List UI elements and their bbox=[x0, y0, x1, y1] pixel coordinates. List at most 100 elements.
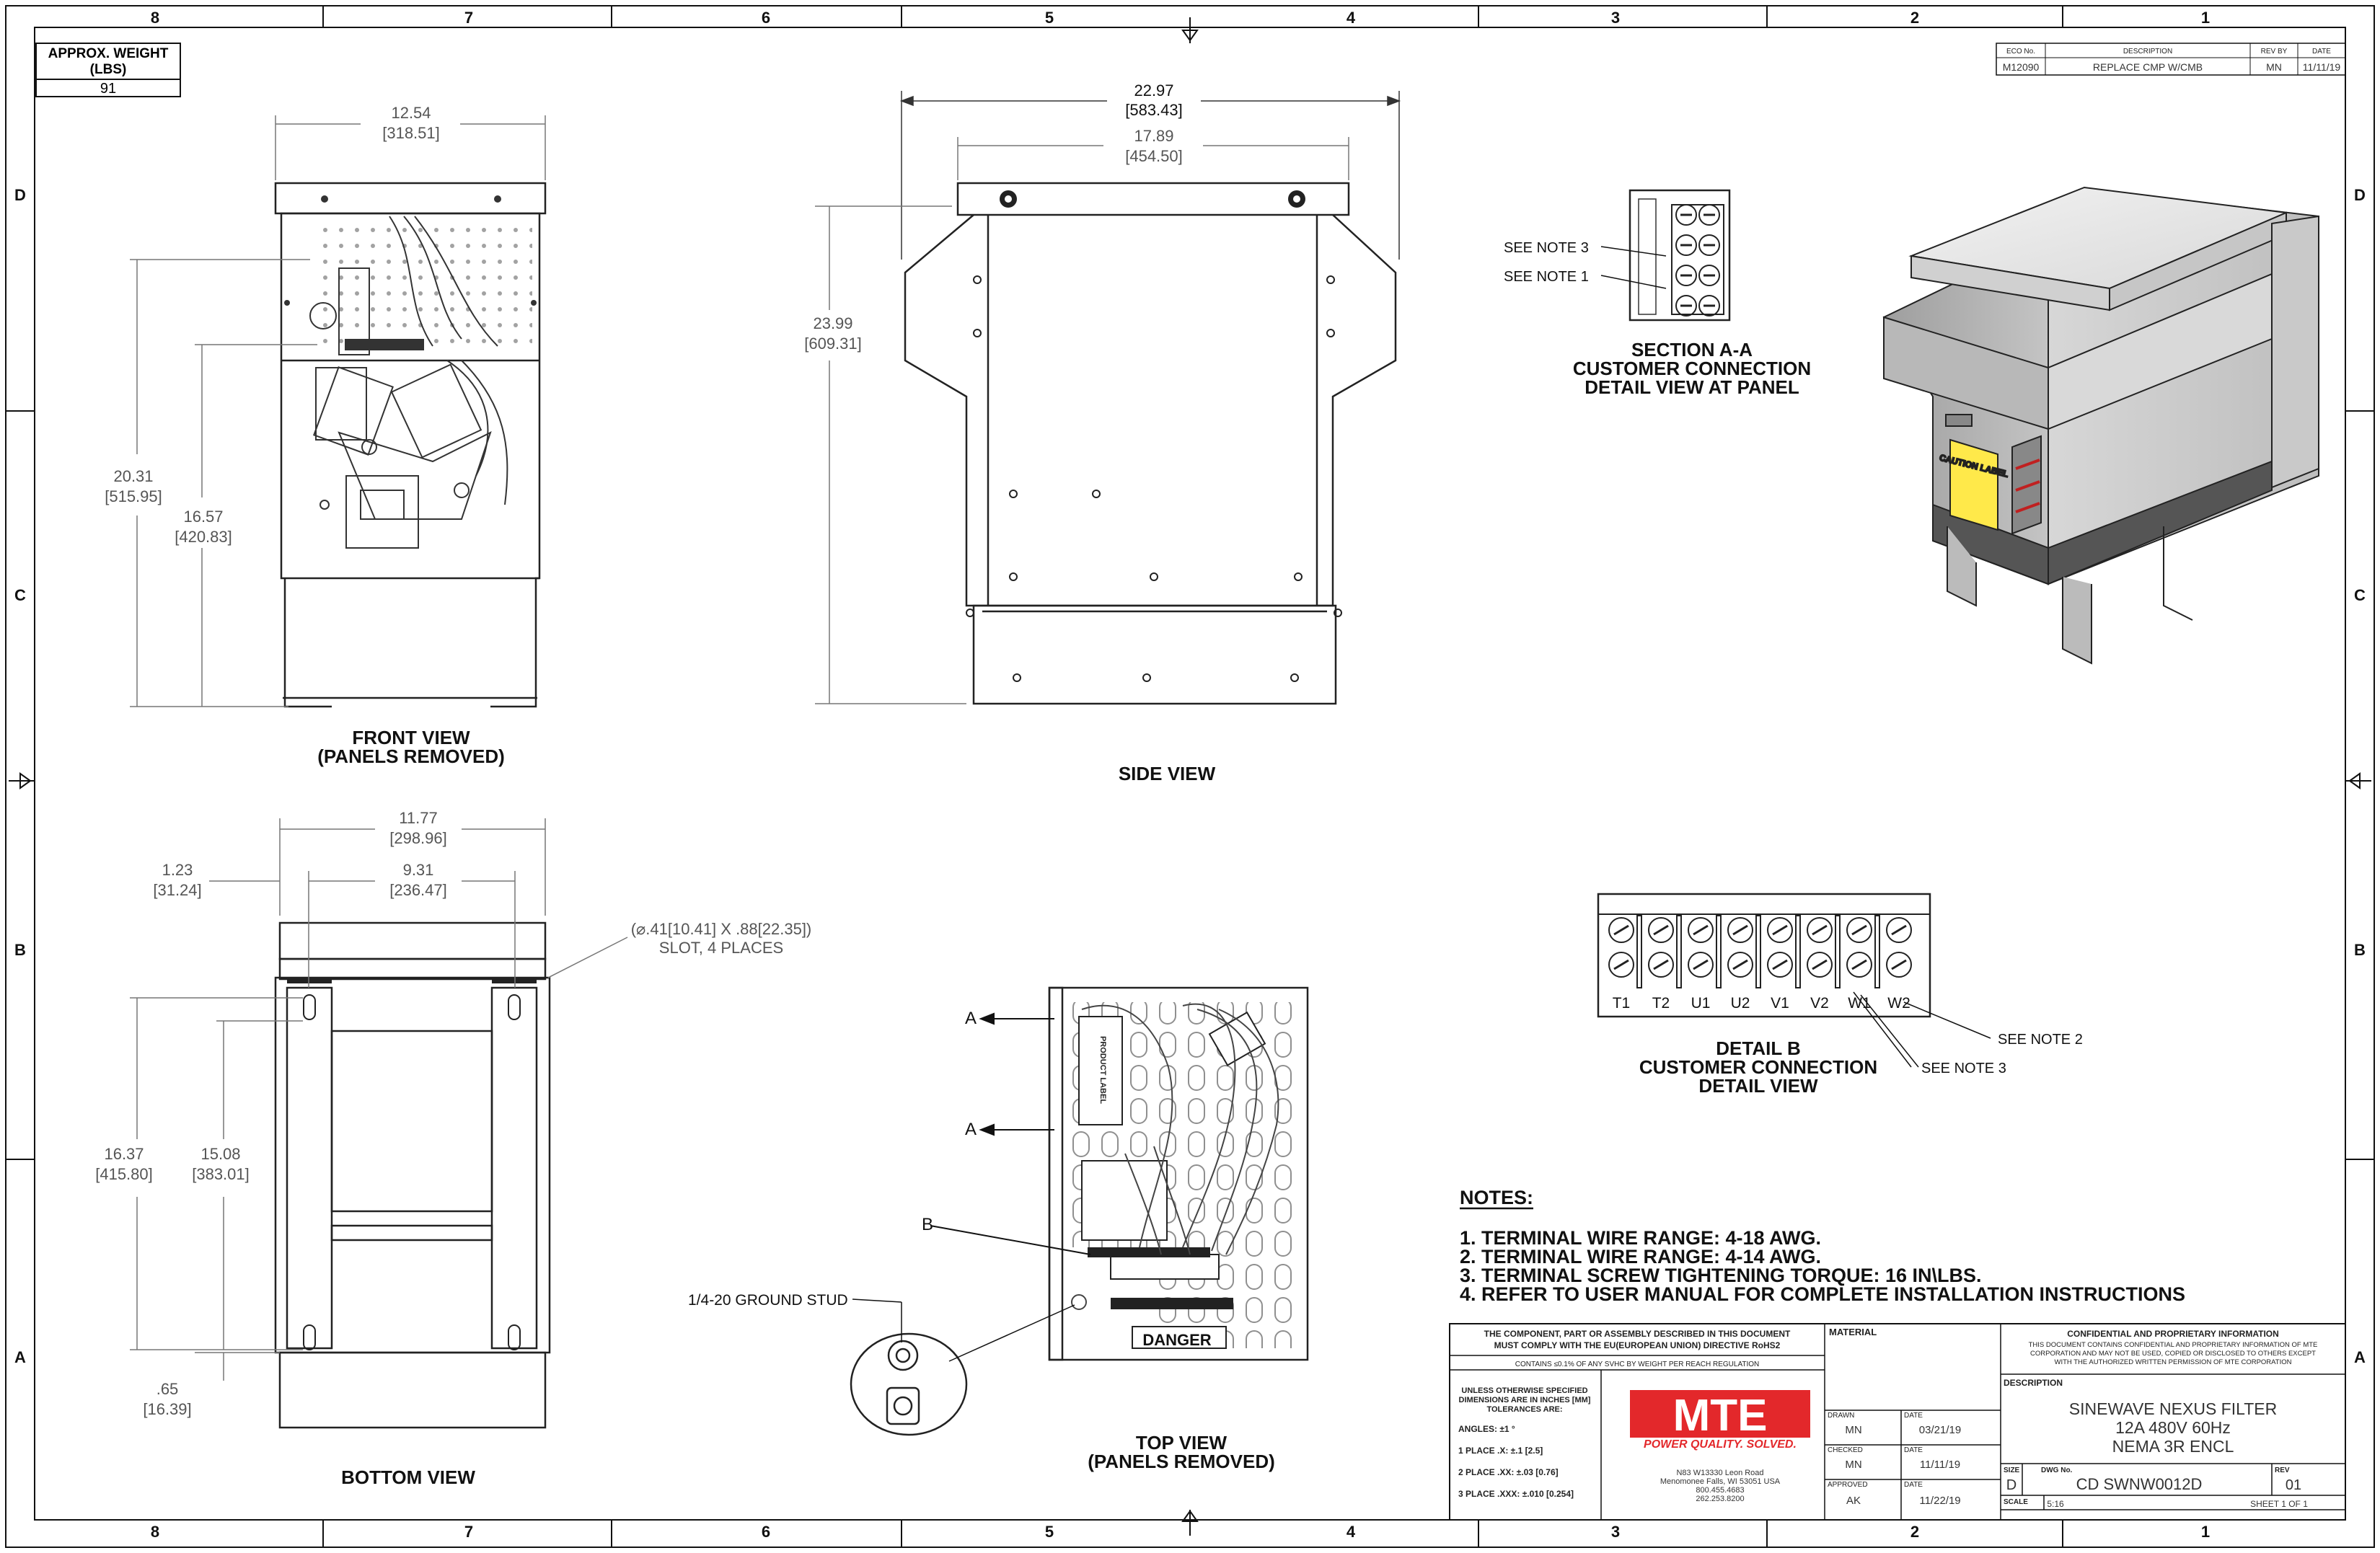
tb-address-3: 800.455.4683 bbox=[1696, 1486, 1744, 1495]
zone-row-a-right: A bbox=[2354, 1348, 2366, 1366]
rev-eco: M12090 bbox=[2003, 61, 2040, 73]
tb-confidential-3: WITH THE AUTHORIZED WRITTEN PERMISSION O… bbox=[2055, 1358, 2292, 1366]
section-mark-a-1: A bbox=[965, 1009, 977, 1028]
terminal-screw-v1 bbox=[1767, 952, 1793, 978]
tb-rev: 01 bbox=[2286, 1477, 2301, 1493]
tb-angles: ANGLES: ±1 ° bbox=[1458, 1424, 1515, 1434]
detail-b-view: T1 T2 U1 U2 V1 V2 W1 W2 SEE NOTE 2 SEE N… bbox=[1597, 893, 2083, 1097]
terminal-screw-w1 bbox=[1846, 917, 1872, 943]
tb-tol1: 1 PLACE .X: ±.1 [2.5] bbox=[1458, 1446, 1543, 1456]
tb-size: D bbox=[2006, 1477, 2017, 1493]
tb-tol-head-1: UNLESS OTHERWISE SPECIFIED bbox=[1461, 1386, 1587, 1395]
rev-by: MN bbox=[2266, 61, 2282, 73]
sv-w-overall-in: 22.97 bbox=[1134, 81, 1173, 99]
terminal-screw-w2 bbox=[1886, 952, 1912, 978]
tb-drawn-by: MN bbox=[1845, 1424, 1861, 1436]
terminal-t2: T2 bbox=[1652, 995, 1670, 1012]
zone-col-7-bottom: 7 bbox=[464, 1523, 473, 1541]
zone-col-4-top: 4 bbox=[1347, 9, 1356, 27]
bv-slot-callout-1: (⌀.41[10.41] X .88[22.35]) bbox=[631, 920, 812, 938]
section-aa-callout-2: SEE NOTE 1 bbox=[1504, 269, 1589, 285]
terminal-screw-t2 bbox=[1648, 952, 1674, 978]
mte-logo: MTE POWER QUALITY. SOLVED. bbox=[1630, 1390, 1810, 1451]
front-view-title: FRONT VIEW bbox=[352, 727, 470, 748]
tb-tol-head-2: DIMENSIONS ARE IN INCHES [MM] bbox=[1459, 1396, 1591, 1404]
zone-col-7-top: 7 bbox=[464, 9, 473, 27]
bv-offset-x-mm: [31.24] bbox=[153, 881, 201, 899]
screw-slot bbox=[1772, 959, 1788, 970]
bv-slot-callout-2: SLOT, 4 PLACES bbox=[659, 939, 783, 957]
terminal-screw-t1 bbox=[1608, 917, 1634, 943]
bottom-view: 11.77 [298.96] 9.31 [236.47] 1.23 [31.24… bbox=[95, 809, 811, 1488]
zone-col-5-top: 5 bbox=[1045, 9, 1054, 27]
zone-row-b-right: B bbox=[2354, 941, 2366, 959]
weight-label-1: APPROX. WEIGHT bbox=[48, 46, 169, 61]
zone-col-6-bottom: 6 bbox=[762, 1523, 770, 1541]
note-2: 2. TERMINAL WIRE RANGE: 4-14 AWG. bbox=[1460, 1246, 1821, 1267]
bv-h-outer-mm: [415.80] bbox=[95, 1165, 153, 1183]
section-aa-title-1: SECTION A-A bbox=[1631, 339, 1753, 360]
rev-date: 11/11/19 bbox=[2303, 61, 2341, 73]
terminal-screw-w2 bbox=[1886, 917, 1912, 943]
zone-row-d-right: D bbox=[2354, 186, 2366, 204]
zone-col-8-top: 8 bbox=[151, 9, 159, 27]
tb-address-2: Menomonee Falls, WI 53051 USA bbox=[1660, 1477, 1781, 1486]
bv-w-outer-in: 11.77 bbox=[399, 809, 437, 827]
terminal-v2: V2 bbox=[1810, 995, 1829, 1012]
screw-slot bbox=[1732, 959, 1748, 970]
zone-row-c-left: C bbox=[14, 586, 26, 604]
terminal-u1: U1 bbox=[1691, 995, 1711, 1012]
screw-slot bbox=[1732, 924, 1748, 936]
tb-date-label-1: DATE bbox=[1904, 1412, 1923, 1420]
tb-description-label: DESCRIPTION bbox=[2004, 1378, 2063, 1388]
tb-tol2: 2 PLACE .XX: ±.03 [0.76] bbox=[1458, 1467, 1559, 1477]
sv-w-overall-mm: [583.43] bbox=[1125, 101, 1183, 119]
section-aa-title-3: DETAIL VIEW AT PANEL bbox=[1585, 376, 1799, 398]
bv-offset-y-mm: [16.39] bbox=[143, 1400, 191, 1418]
fv-h-inner-mm: [420.83] bbox=[175, 528, 232, 546]
terminal-screw-t1 bbox=[1608, 952, 1634, 978]
bv-offset-x-in: 1.23 bbox=[162, 861, 193, 879]
zone-col-3-top: 3 bbox=[1611, 9, 1620, 27]
side-view: 22.97 [583.43] 17.89 [454.50] 23.99 [609… bbox=[804, 81, 1401, 784]
bv-h-inner-in: 15.08 bbox=[200, 1145, 240, 1163]
fv-width-mm: [318.51] bbox=[382, 124, 440, 142]
note-4: 4. REFER TO USER MANUAL FOR COMPLETE INS… bbox=[1460, 1283, 2185, 1305]
terminal-screw-u2 bbox=[1727, 952, 1753, 978]
note-3: 3. TERMINAL SCREW TIGHTENING TORQUE: 16 … bbox=[1460, 1265, 1982, 1286]
logo-text: MTE bbox=[1673, 1391, 1768, 1441]
tb-description-3: NEMA 3R ENCL bbox=[2112, 1437, 2234, 1456]
terminal-separator bbox=[1755, 915, 1761, 988]
terminal-screw-u2 bbox=[1727, 917, 1753, 943]
sv-height-mm: [609.31] bbox=[804, 335, 862, 353]
zone-col-1-top: 1 bbox=[2201, 9, 2210, 27]
sv-w-inner-mm: [454.50] bbox=[1125, 147, 1183, 165]
zone-col-1-bottom: 1 bbox=[2201, 1523, 2210, 1541]
terminal-separator bbox=[1676, 915, 1682, 988]
terminal-screw-v2 bbox=[1807, 952, 1833, 978]
notes-heading: NOTES: bbox=[1460, 1187, 1533, 1208]
tb-address-4: 262.253.8200 bbox=[1696, 1495, 1744, 1503]
notes-block: NOTES: 1. TERMINAL WIRE RANGE: 4-18 AWG.… bbox=[1460, 1187, 2185, 1305]
terminal-separator bbox=[1835, 915, 1841, 988]
logo-slogan: POWER QUALITY. SOLVED. bbox=[1644, 1438, 1797, 1451]
zone-col-8-bottom: 8 bbox=[151, 1523, 159, 1541]
front-view: 12.54 [318.51] 20.31 [515.95] 16.57 [420… bbox=[105, 104, 547, 767]
detail-b-title-3: DETAIL VIEW bbox=[1698, 1075, 1818, 1097]
sv-w-inner-in: 17.89 bbox=[1134, 127, 1173, 145]
tb-approved-date: 11/22/19 bbox=[1919, 1495, 1960, 1507]
fv-h-overall-mm: [515.95] bbox=[105, 487, 162, 505]
screw-slot bbox=[1851, 959, 1867, 970]
tb-material-label: MATERIAL bbox=[1829, 1327, 1877, 1337]
bottom-view-title: BOTTOM VIEW bbox=[341, 1466, 475, 1488]
bv-h-inner-mm: [383.01] bbox=[192, 1165, 250, 1183]
tb-description-1: SINEWAVE NEXUS FILTER bbox=[2069, 1399, 2277, 1418]
tb-drawn-date: 03/21/19 bbox=[1919, 1424, 1961, 1436]
fv-h-overall-in: 20.31 bbox=[113, 467, 153, 485]
product-label: PRODUCT LABEL bbox=[1098, 1036, 1107, 1104]
rev-head-desc: DESCRIPTION bbox=[2123, 48, 2172, 56]
tb-svhc: CONTAINS ≤0.1% OF ANY SVHC BY WEIGHT PER… bbox=[1515, 1360, 1760, 1368]
zone-row-c-right: C bbox=[2354, 586, 2366, 604]
terminal-v1: V1 bbox=[1771, 995, 1789, 1012]
